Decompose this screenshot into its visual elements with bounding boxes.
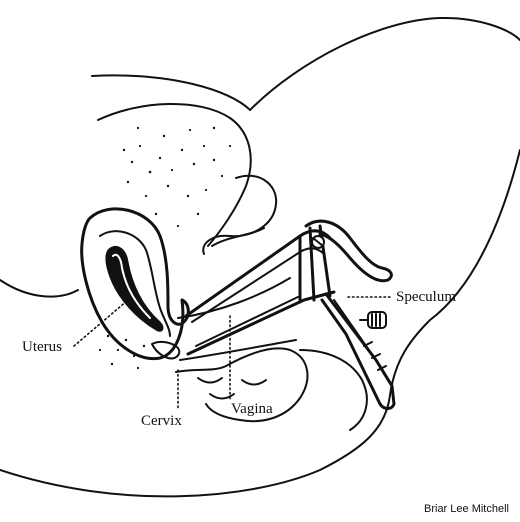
uterine-cavity [105, 246, 164, 332]
uterus-inner-wall [99, 230, 171, 337]
stipple-region-lower [98, 334, 146, 370]
speculum-handle-ridge-1 [363, 341, 373, 347]
speculum-lower-blade-inner [195, 295, 301, 347]
label-cervix: Cervix [141, 413, 182, 429]
rectal-fold-2 [209, 393, 235, 400]
label-speculum: Speculum [396, 289, 456, 305]
vaginal-wall-lower [179, 339, 297, 361]
artist-credit: Briar Lee Mitchell [424, 503, 509, 515]
bladder-fold [202, 174, 278, 255]
speculum-adjustment-screw-grip [371, 313, 381, 327]
speculum-handle-groove [333, 299, 381, 367]
speculum-hinge-screw-slot [312, 237, 324, 247]
speculum-upper-blade [184, 229, 332, 318]
vaginal-wall-upper [177, 277, 291, 319]
label-vagina: Vagina [231, 401, 273, 417]
speculum-handle [320, 292, 396, 410]
label-uterus: Uterus [22, 339, 62, 355]
abdomen-contour [97, 103, 252, 247]
body-outline-back [0, 149, 520, 498]
cervix-shape [151, 340, 181, 360]
speculum-handle-ridge-3 [377, 365, 387, 371]
perineum-contour [299, 349, 368, 431]
rectal-fold-1 [197, 377, 223, 384]
speculum-thumb-lever [304, 219, 393, 283]
abdomen-lower-contour [0, 279, 79, 298]
rectum-contour [175, 347, 309, 423]
uterus-outer [80, 207, 190, 361]
speculum-handle-ridge-2 [371, 353, 381, 359]
rectal-fold-3 [241, 379, 267, 386]
stipple-region-upper [122, 126, 232, 228]
body-outline-upper [91, 16, 520, 111]
speculum-lower-blade [186, 290, 336, 356]
uterus-leader-line [73, 299, 129, 347]
uterine-cavity-highlight [112, 253, 151, 319]
bladder-fold-inner [211, 227, 265, 247]
